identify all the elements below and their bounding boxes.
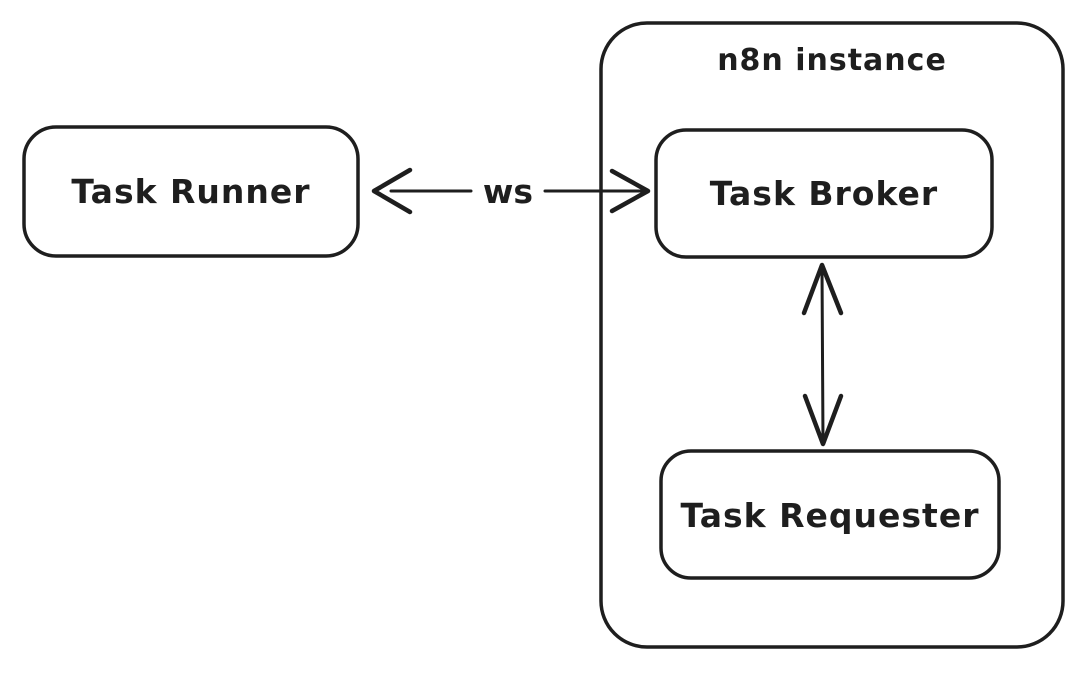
n8n-instance-group: n8n instance [599,21,1065,649]
broker-requester-arrow-bottom-head-icon [802,393,844,447]
broker-requester-arrow [801,262,844,447]
task-broker-label: Task Broker [710,174,938,213]
task-runner-box [22,125,360,258]
task-broker-box [654,128,994,259]
ws-arrow-label: ws [483,172,533,211]
n8n-instance-container [599,21,1065,649]
task-requester-node: Task Requester [659,449,1001,580]
task-broker-node: Task Broker [654,128,994,259]
task-runner-node: Task Runner [22,125,360,258]
ws-arrow-left-head-icon [371,167,413,215]
n8n-instance-label: n8n instance [717,43,947,78]
task-requester-label: Task Requester [681,496,980,535]
ws-arrow: ws [371,167,651,215]
broker-requester-arrow-top-head-icon [801,262,844,316]
task-requester-box [659,449,1001,580]
broker-requester-arrow-shaft [820,266,825,444]
ws-arrow-right-head-icon [609,168,651,214]
task-runner-label: Task Runner [71,172,310,211]
